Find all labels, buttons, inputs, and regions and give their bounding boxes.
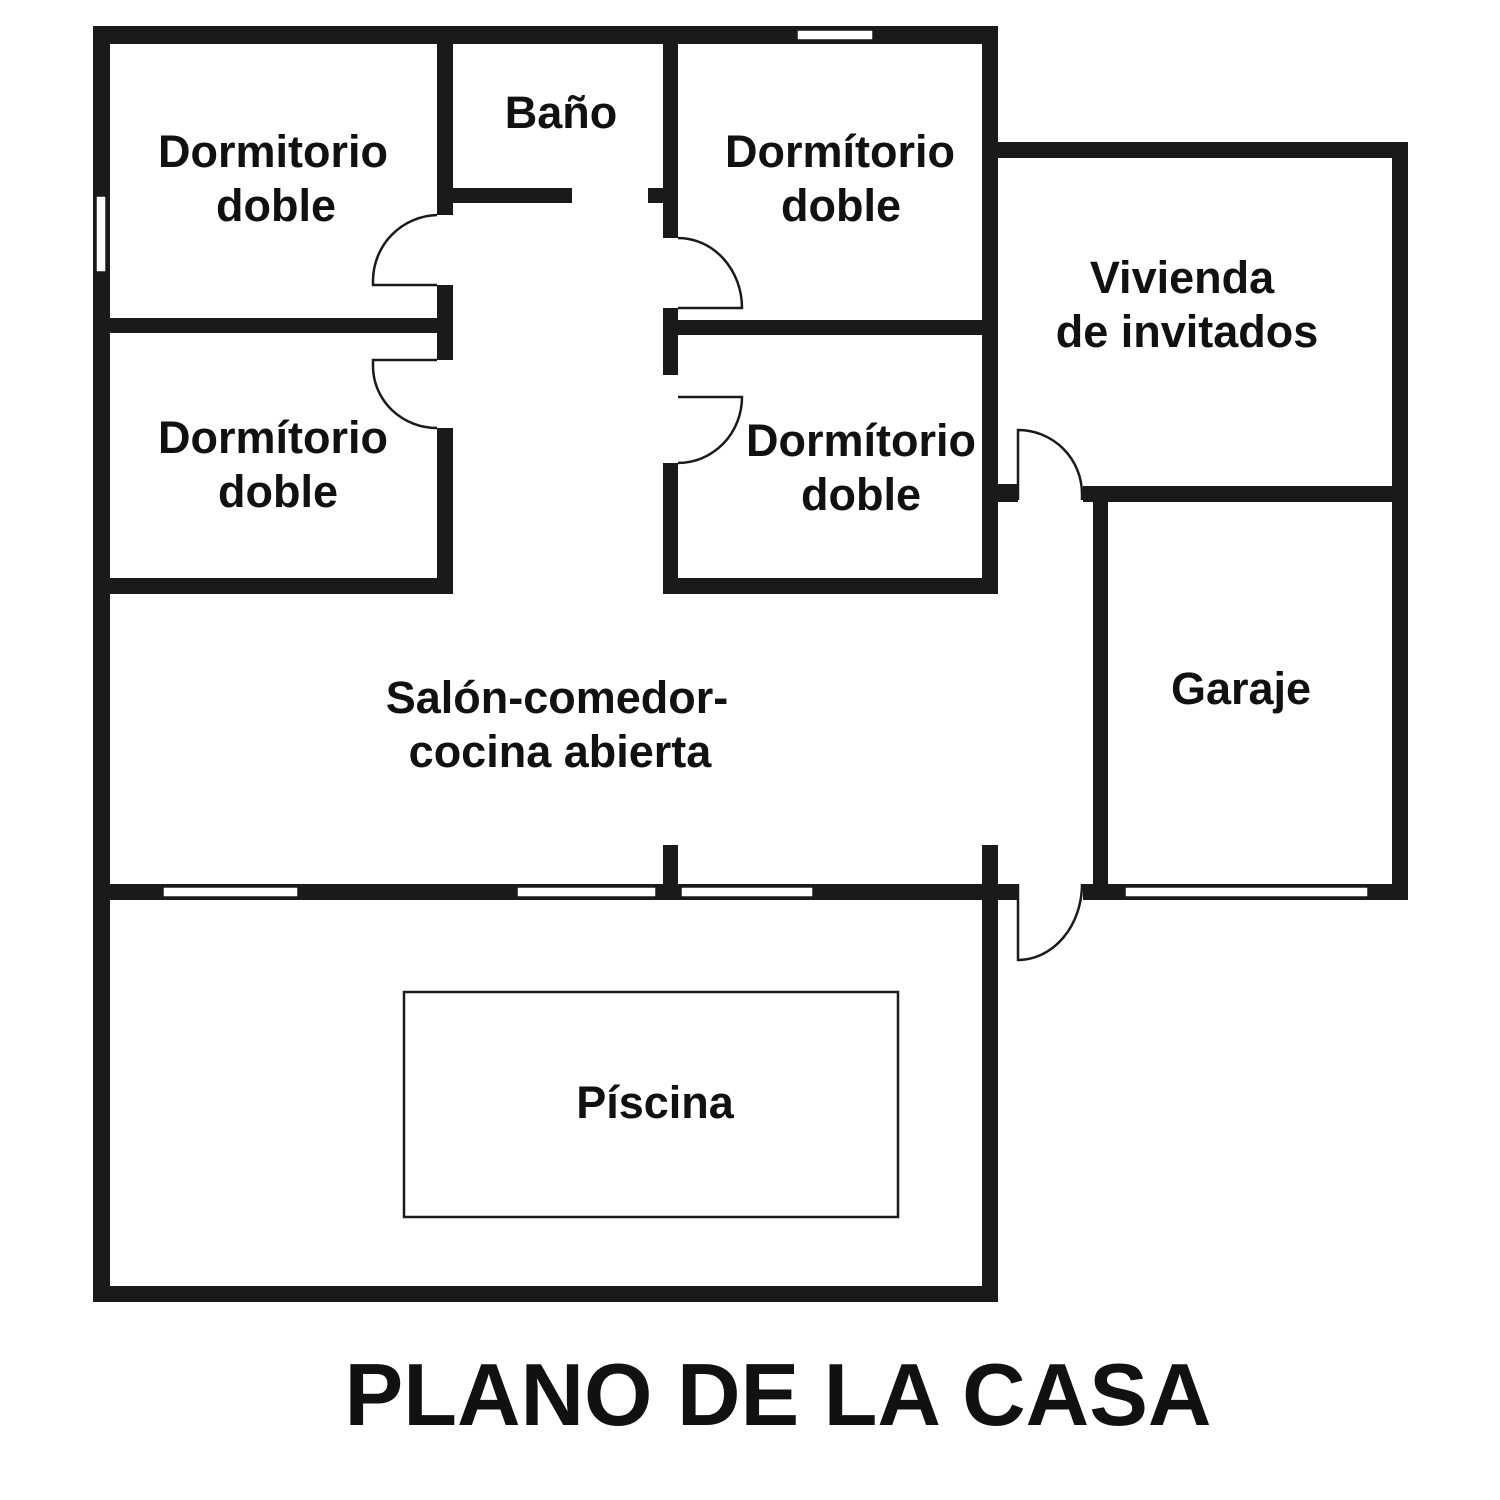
corridor-left-wall-3 [437, 428, 453, 594]
pool [402, 990, 900, 1219]
window-living-3 [680, 886, 814, 898]
left-bedrooms-divider [110, 318, 437, 333]
outer-bottom-wall [93, 1286, 998, 1302]
door-bedroom-mid-left[interactable] [371, 358, 438, 430]
main-right-wall-lower [982, 845, 998, 1302]
label-pool: Píscina [576, 1077, 735, 1128]
main-right-wall-upper [982, 26, 998, 594]
label-bedroom-mid-left-2: doble [218, 466, 338, 517]
label-living-2: cocina abierta [409, 726, 713, 777]
corridor-right-wall-1 [663, 44, 678, 238]
label-bedroom-top-left: Dormitorio [158, 126, 388, 177]
east-wall [1392, 142, 1408, 900]
room-labels: Dormitorio doble Baño Dormítorio doble V… [158, 87, 1318, 1128]
label-living: Salón-comedor- [386, 672, 729, 723]
door-bedroom-top-right[interactable] [677, 236, 744, 310]
corridor-left-wall-1 [437, 44, 453, 215]
corridor-right-wall-2 [663, 308, 678, 375]
window-living-1 [162, 886, 299, 898]
guest-bottom-wall [1083, 486, 1408, 502]
outer-left-wall [93, 26, 110, 1302]
guest-top-wall [998, 142, 1408, 158]
window-living-2 [516, 886, 657, 898]
door-guest-house[interactable] [1016, 428, 1084, 500]
bathroom-bottom-wall [453, 188, 572, 203]
left-bedroom-bottom-wall [93, 578, 453, 594]
door-entrance[interactable] [1016, 883, 1084, 962]
corridor-right-wall-3 [663, 463, 678, 594]
label-garage: Garaje [1171, 663, 1311, 714]
label-guest-house-2: de invitados [1056, 306, 1319, 357]
plan-title: PLANO DE LA CASA [345, 1345, 1212, 1444]
doors [371, 213, 1084, 962]
window-garage [1124, 886, 1369, 898]
corridor-left-wall-2 [437, 285, 453, 360]
living-stub [663, 845, 678, 885]
label-bedroom-mid-right: Dormítorio [746, 415, 976, 466]
label-bedroom-mid-left: Dormítorio [158, 412, 388, 463]
label-bedroom-top-right-2: doble [781, 180, 901, 231]
label-bathroom: Baño [505, 87, 618, 138]
door-bedroom-mid-right[interactable] [677, 395, 744, 465]
garage-left-wall [1093, 502, 1108, 900]
label-bedroom-top-left-2: doble [216, 180, 336, 231]
label-guest-house: Vivienda [1090, 252, 1275, 303]
outer-top-wall [93, 26, 998, 44]
windows [95, 29, 1369, 898]
window-left [95, 195, 107, 273]
right-bedroom-bottom-wall [663, 578, 998, 594]
label-bedroom-mid-right-2: doble [801, 469, 921, 520]
window-top [796, 29, 874, 41]
guest-door-stub [998, 484, 1018, 502]
right-bedrooms-divider [678, 320, 982, 335]
label-bedroom-top-right: Dormítorio [725, 126, 955, 177]
door-bedroom-top-left[interactable] [371, 213, 438, 287]
